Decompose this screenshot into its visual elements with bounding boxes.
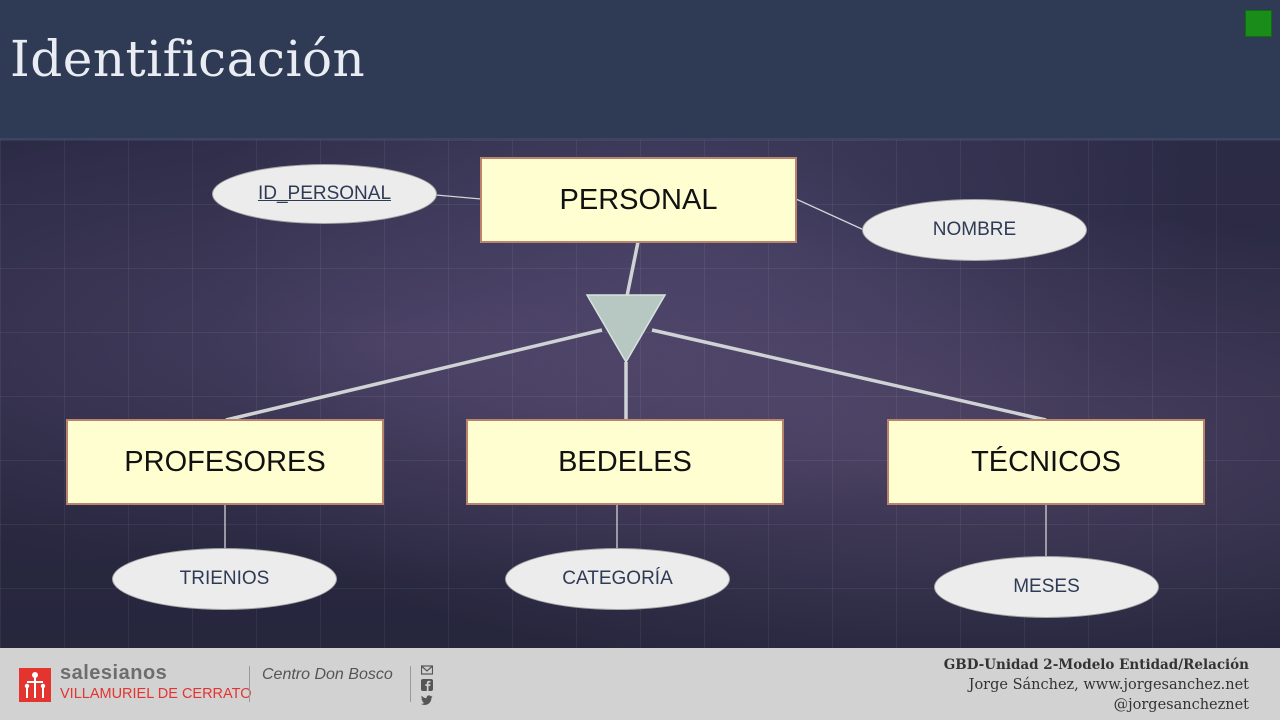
center-name: Centro Don Bosco	[262, 666, 393, 683]
attribute-nombre[interactable]: NOMBRE	[862, 199, 1087, 261]
connector-personal-isa	[625, 241, 640, 297]
slide-header: Identificación	[0, 0, 1280, 140]
entity-personal[interactable]: PERSONAL	[480, 157, 797, 243]
author-credit[interactable]: Jorge Sánchez, www.jorgesanchez.net	[968, 677, 1249, 693]
status-indicator	[1245, 10, 1272, 37]
entity-label: PROFESORES	[124, 445, 326, 478]
connector-isa-profesores	[225, 328, 603, 422]
connector-nombre	[795, 198, 865, 231]
footer-credits: GBD-Unidad 2-Modelo Entidad/Relación Jor…	[944, 655, 1249, 715]
entity-label: TÉCNICOS	[971, 445, 1121, 478]
course-title: GBD-Unidad 2-Modelo Entidad/Relación	[943, 657, 1249, 673]
twitter-icon[interactable]	[421, 694, 433, 706]
connector-id-personal	[435, 194, 482, 200]
slide-footer	[0, 648, 1280, 720]
connector-isa-tecnicos	[651, 328, 1047, 422]
salesianos-logo-icon	[19, 668, 51, 702]
mail-icon[interactable]	[421, 664, 433, 676]
attribute-meses[interactable]: MESES	[934, 556, 1159, 618]
attribute-label: ID_PERSONAL	[257, 183, 392, 204]
slide-title: Identificación	[10, 30, 366, 88]
attribute-label: TRIENIOS	[179, 568, 270, 589]
footer-divider	[410, 666, 411, 702]
footer-divider	[249, 666, 250, 702]
entity-tecnicos[interactable]: TÉCNICOS	[887, 419, 1205, 505]
entity-profesores[interactable]: PROFESORES	[66, 419, 384, 505]
attribute-label: CATEGORÍA	[562, 568, 673, 589]
attribute-label: NOMBRE	[932, 219, 1017, 240]
brand-name: salesianos	[60, 662, 168, 684]
isa-triangle	[585, 294, 667, 364]
attribute-categoria[interactable]: CATEGORÍA	[505, 548, 730, 610]
attribute-trienios[interactable]: TRIENIOS	[112, 548, 337, 610]
brand-location: VILLAMURIEL DE CERRATO	[60, 686, 252, 702]
attribute-label: MESES	[1013, 576, 1080, 597]
author-handle[interactable]: @jorgesancheznet	[1113, 697, 1249, 713]
attribute-id-personal[interactable]: ID_PERSONAL	[212, 164, 437, 224]
facebook-icon[interactable]	[421, 679, 433, 691]
entity-label: BEDELES	[558, 445, 692, 478]
entity-bedeles[interactable]: BEDELES	[466, 419, 784, 505]
entity-label: PERSONAL	[559, 183, 718, 216]
